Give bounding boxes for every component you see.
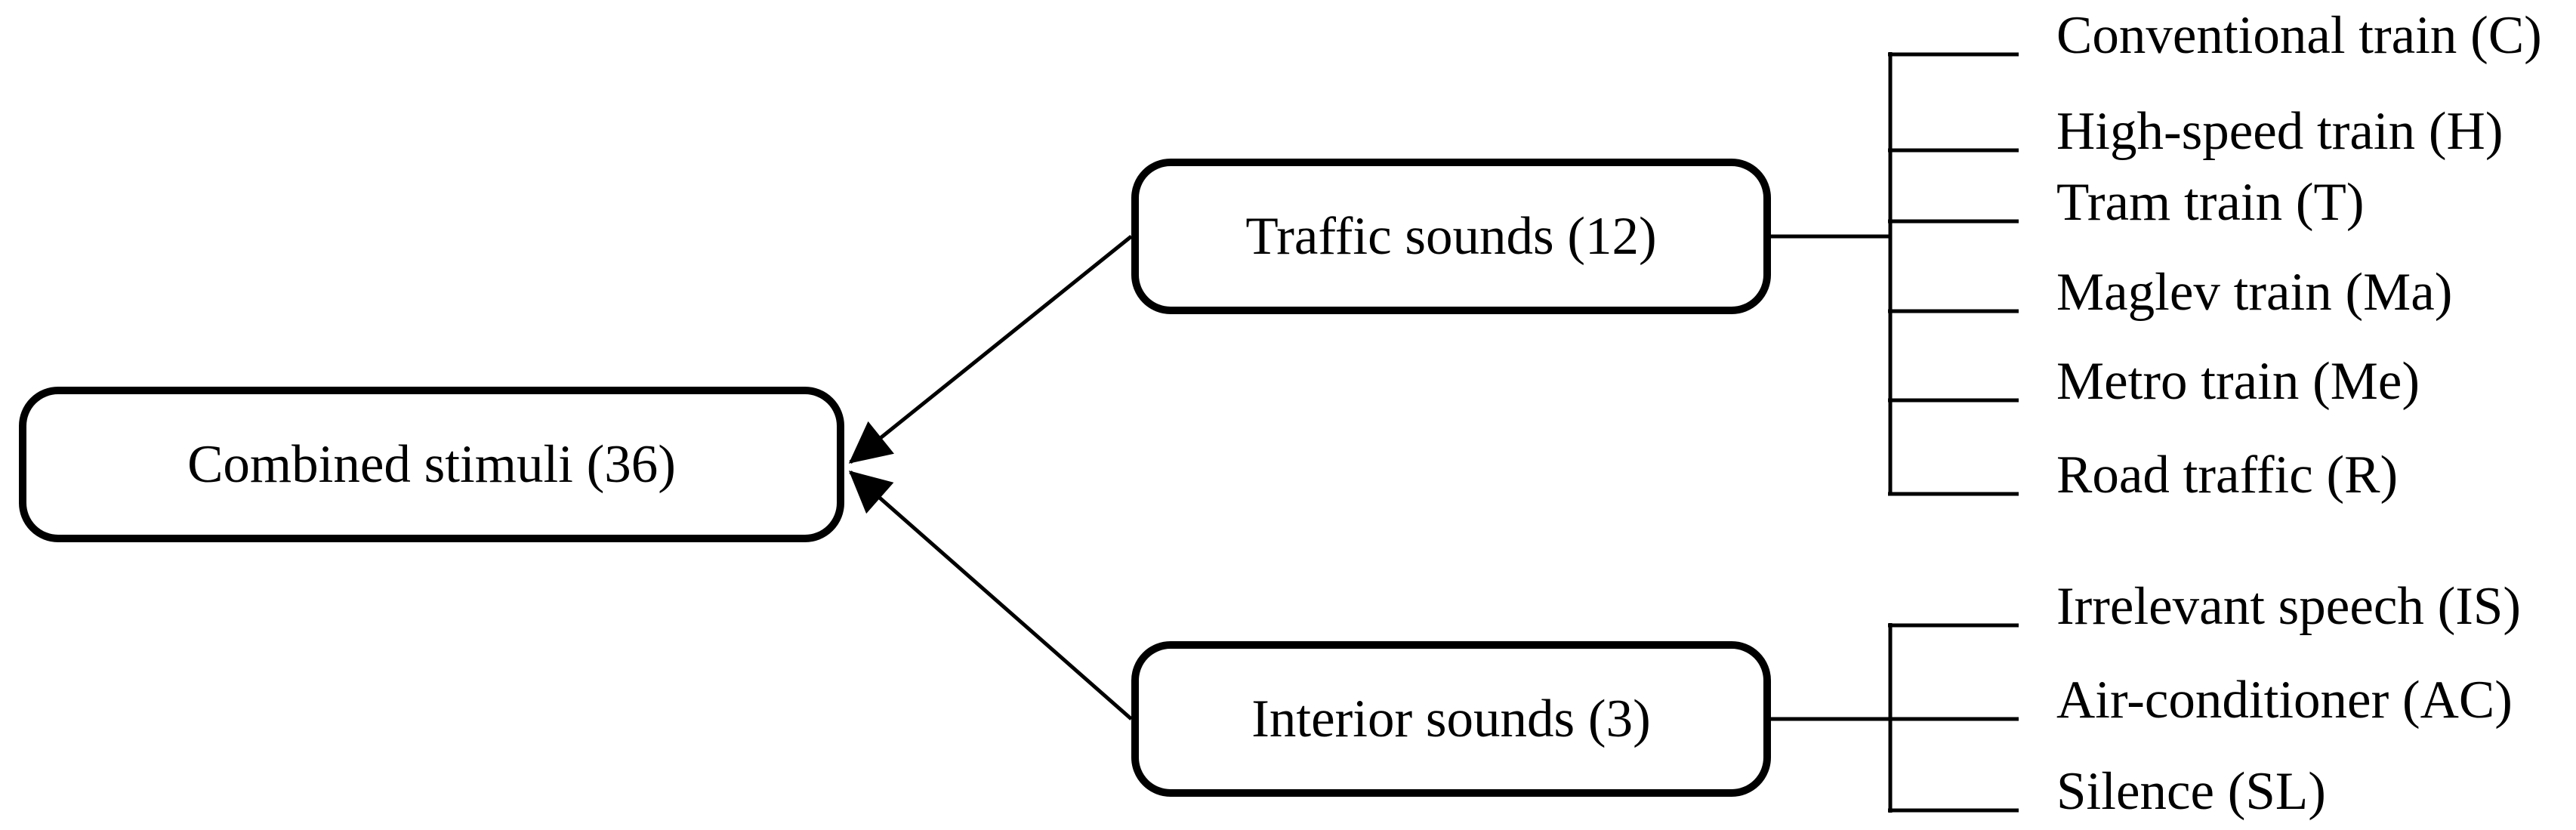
interior-sounds-label: Interior sounds (3) <box>1251 689 1651 748</box>
leaf-label-air-conditioner: Air-conditioner (AC) <box>2056 671 2513 730</box>
leaf-label-road-traffic: Road traffic (R) <box>2056 446 2399 504</box>
traffic-sounds-label: Traffic sounds (12) <box>1245 206 1657 266</box>
leaf-label-conventional-train: Conventional train (C) <box>2056 6 2542 65</box>
leaf-label-metro-train: Metro train (Me) <box>2056 352 2420 411</box>
combined-stimuli-label: Combined stimuli (36) <box>187 434 676 494</box>
combined-stimuli-box: Combined stimuli (36) <box>19 387 844 542</box>
leaf-label-maglev-train: Maglev train (Ma) <box>2056 263 2453 322</box>
traffic-sounds-box: Traffic sounds (12) <box>1131 159 1771 314</box>
arrow-interior-to-combined <box>848 471 1133 720</box>
leaf-label-silence: Silence (SL) <box>2056 762 2326 821</box>
interior-sounds-box: Interior sounds (3) <box>1131 641 1771 797</box>
arrow-traffic-to-combined <box>848 235 1133 464</box>
leaf-label-high-speed-train: High-speed train (H) <box>2056 102 2504 161</box>
leaf-label-irrelevant-speech: Irrelevant speech (IS) <box>2056 577 2522 636</box>
leaf-label-tram-train: Tram train (T) <box>2056 173 2365 232</box>
